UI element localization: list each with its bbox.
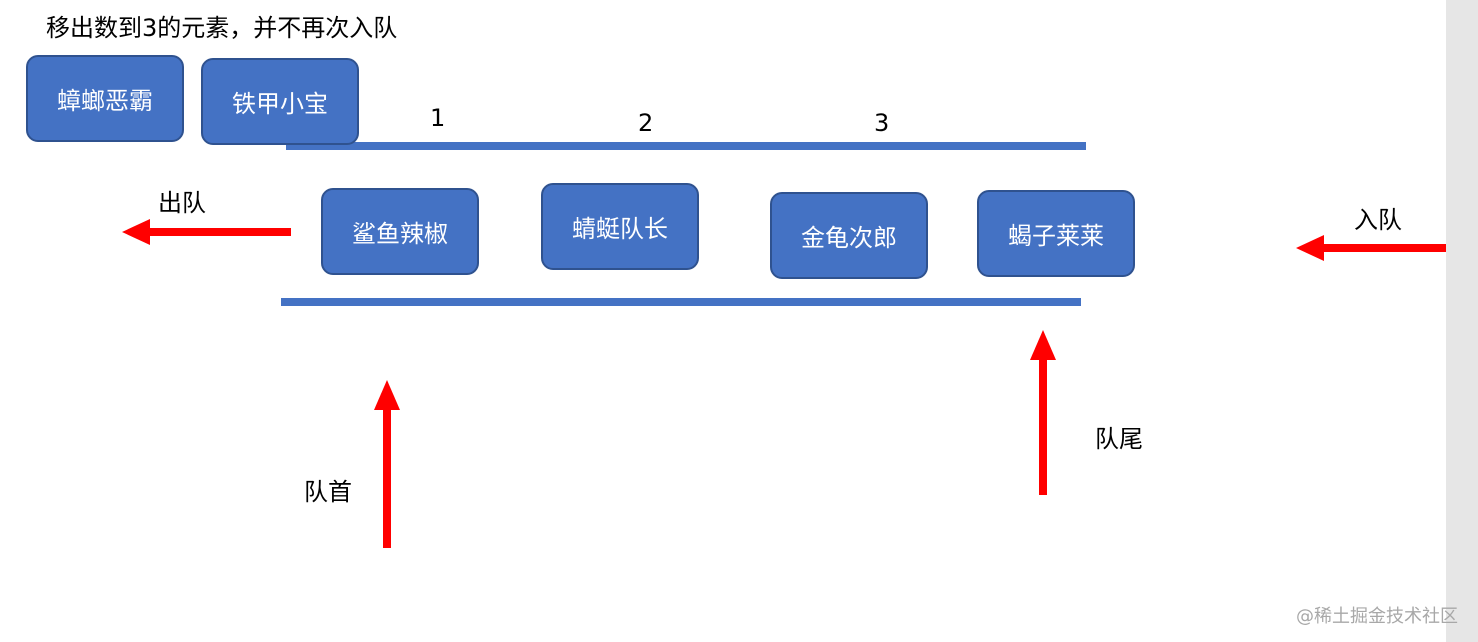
vertical-scrollbar[interactable] — [1446, 0, 1478, 642]
enqueue-arrow — [1296, 235, 1466, 261]
enqueue-label: 入队 — [1354, 206, 1402, 234]
queue-node-2: 蜻蜓队长 — [541, 183, 699, 270]
queue-bottom-rail — [281, 298, 1081, 306]
queue-node-4: 蝎子莱莱 — [977, 190, 1135, 277]
queue-node-1: 鲨鱼辣椒 — [321, 188, 479, 275]
count-label-1: 1 — [430, 104, 446, 132]
removed-node-2: 铁甲小宝 — [201, 58, 359, 145]
head-label: 队首 — [304, 478, 352, 506]
queue-node-3: 金龟次郎 — [770, 192, 928, 279]
dequeue-arrow — [122, 219, 291, 245]
tail-arrow — [1030, 330, 1056, 495]
count-label-2: 2 — [638, 109, 654, 137]
count-label-3: 3 — [874, 109, 890, 137]
dequeue-label: 出队 — [158, 189, 206, 217]
removed-node-1: 蟑螂恶霸 — [26, 55, 184, 142]
queue-top-rail — [286, 142, 1086, 150]
diagram-caption: 移出数到3的元素，并不再次入队 — [46, 14, 398, 42]
tail-label: 队尾 — [1095, 425, 1143, 453]
head-arrow — [374, 380, 400, 548]
watermark: @稀土掘金技术社区 — [1296, 606, 1458, 627]
